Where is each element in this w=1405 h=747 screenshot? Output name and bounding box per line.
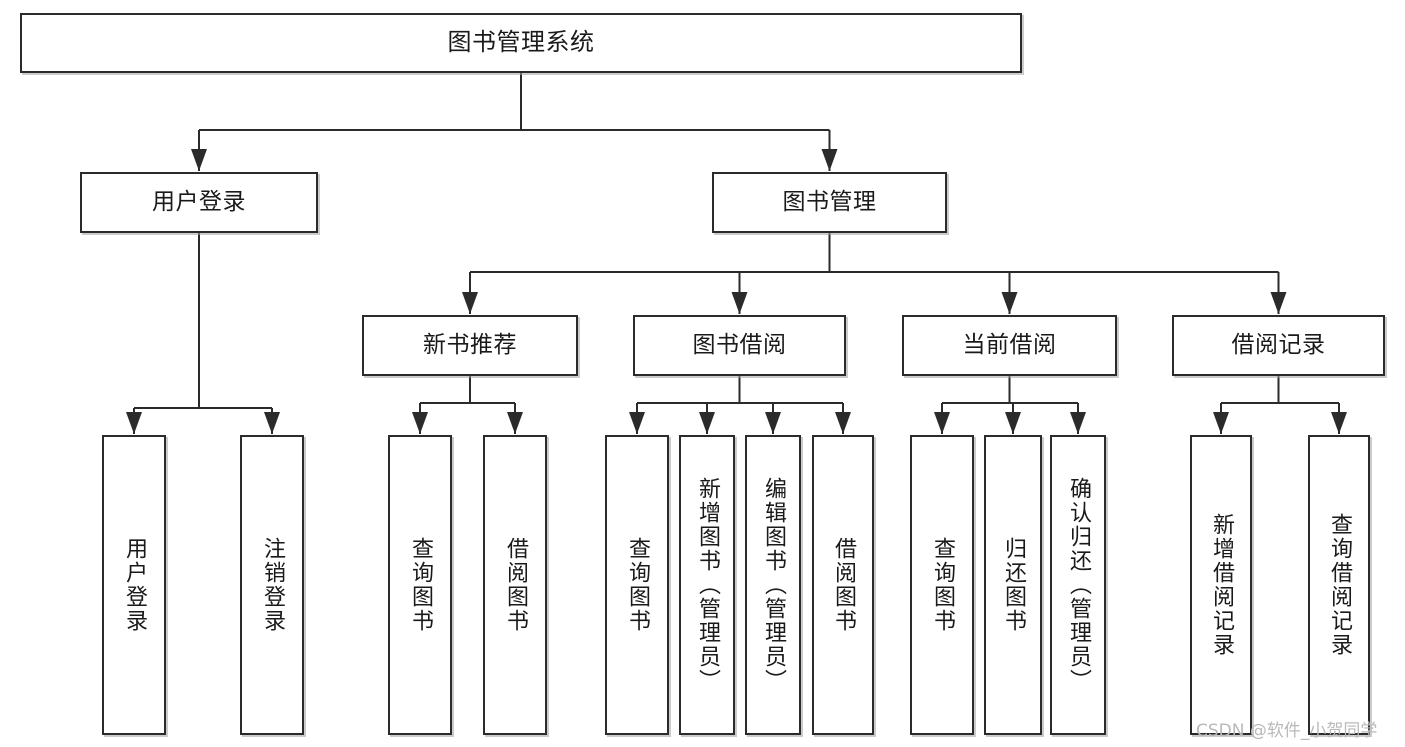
node-label: 用户登录 (121, 537, 147, 633)
node-label: 借阅记录 (1231, 332, 1326, 359)
leaf-user-login[interactable]: 用户登录 (102, 435, 166, 735)
node-label: 查询图书 (407, 537, 433, 633)
node-label: 图书管理 (782, 189, 877, 216)
node-borrow-record[interactable]: 借阅记录 (1172, 315, 1385, 376)
leaf-borrow-book-2[interactable]: 借阅图书 (812, 435, 874, 735)
leaf-return-book[interactable]: 归还图书 (984, 435, 1042, 735)
node-label: 编辑图书（管理员） (760, 477, 786, 693)
node-label: 借阅图书 (502, 537, 528, 633)
node-label: 查询借阅记录 (1326, 513, 1352, 657)
node-user-login[interactable]: 用户登录 (80, 172, 318, 233)
leaf-edit-book[interactable]: 编辑图书（管理员） (745, 435, 801, 735)
node-current-borrow[interactable]: 当前借阅 (902, 315, 1117, 376)
node-label: 图书借阅 (692, 332, 787, 359)
leaf-borrow-book-1[interactable]: 借阅图书 (483, 435, 547, 735)
node-label: 图书管理系统 (447, 28, 595, 57)
leaf-add-book[interactable]: 新增图书（管理员） (679, 435, 735, 735)
node-book-manage[interactable]: 图书管理 (712, 172, 947, 233)
node-label: 新书推荐 (423, 332, 517, 359)
node-label: 当前借阅 (962, 332, 1057, 359)
csdn-watermark: CSDN @软件_小贺同学 (1196, 721, 1378, 741)
node-label: 新增图书（管理员） (694, 477, 720, 693)
node-label: 查询图书 (929, 537, 955, 633)
leaf-query-book-1[interactable]: 查询图书 (388, 435, 452, 735)
node-label: 注销登录 (259, 537, 285, 633)
node-label: 查询图书 (624, 537, 650, 633)
leaf-logout[interactable]: 注销登录 (240, 435, 304, 735)
node-book-borrow[interactable]: 图书借阅 (633, 315, 846, 376)
node-label: 借阅图书 (830, 537, 856, 633)
node-new-book-recommend[interactable]: 新书推荐 (362, 315, 578, 376)
leaf-query-book-2[interactable]: 查询图书 (605, 435, 669, 735)
node-root-system[interactable]: 图书管理系统 (20, 13, 1022, 73)
node-label: 用户登录 (152, 189, 246, 216)
leaf-add-borrow-record[interactable]: 新增借阅记录 (1190, 435, 1252, 735)
leaf-query-book-3[interactable]: 查询图书 (910, 435, 974, 735)
node-label: 新增借阅记录 (1208, 513, 1234, 657)
leaf-confirm-return[interactable]: 确认归还（管理员） (1050, 435, 1106, 735)
node-label: 归还图书 (1000, 537, 1026, 633)
node-label: 确认归还（管理员） (1065, 477, 1091, 693)
leaf-query-borrow-record[interactable]: 查询借阅记录 (1308, 435, 1370, 735)
